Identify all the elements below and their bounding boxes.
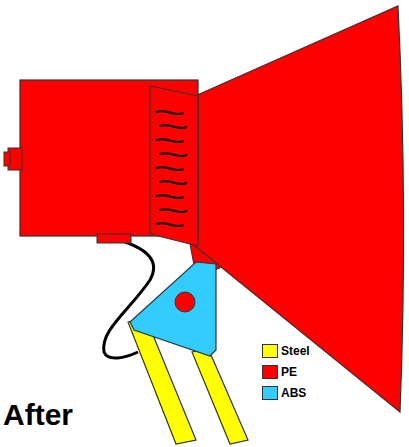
legend-text: ABS: [281, 386, 306, 400]
legend-swatch: [262, 386, 278, 400]
collar-rib: [156, 223, 184, 226]
pivot-knob: [175, 292, 195, 312]
legend-entry: Steel: [262, 340, 310, 361]
figure-label: After: [3, 398, 73, 432]
cable-tab: [97, 234, 131, 243]
legend-text: Steel: [281, 344, 310, 358]
abs-bracket: [130, 262, 216, 356]
collar-ribs: [156, 111, 187, 226]
ribbed-collar: [150, 86, 198, 246]
collar-rib: [156, 167, 184, 170]
legend-swatch: [262, 344, 278, 358]
collar-rib: [159, 209, 187, 212]
collar-rib: [159, 181, 187, 184]
legend-text: PE: [281, 365, 297, 379]
legend-entry: ABS: [262, 382, 310, 403]
collar-rib: [156, 195, 184, 198]
collar-rib: [156, 139, 184, 142]
collar-rib: [159, 125, 187, 128]
legend: SteelPE ABS: [262, 340, 310, 403]
horn-flare: [195, 6, 404, 412]
collar-rib: [159, 153, 187, 156]
steel-leg: [192, 348, 248, 444]
rear-knob: [4, 152, 10, 166]
legend-entry: PE: [262, 361, 310, 382]
collar-rib: [156, 111, 184, 114]
legend-swatch: [262, 365, 278, 379]
